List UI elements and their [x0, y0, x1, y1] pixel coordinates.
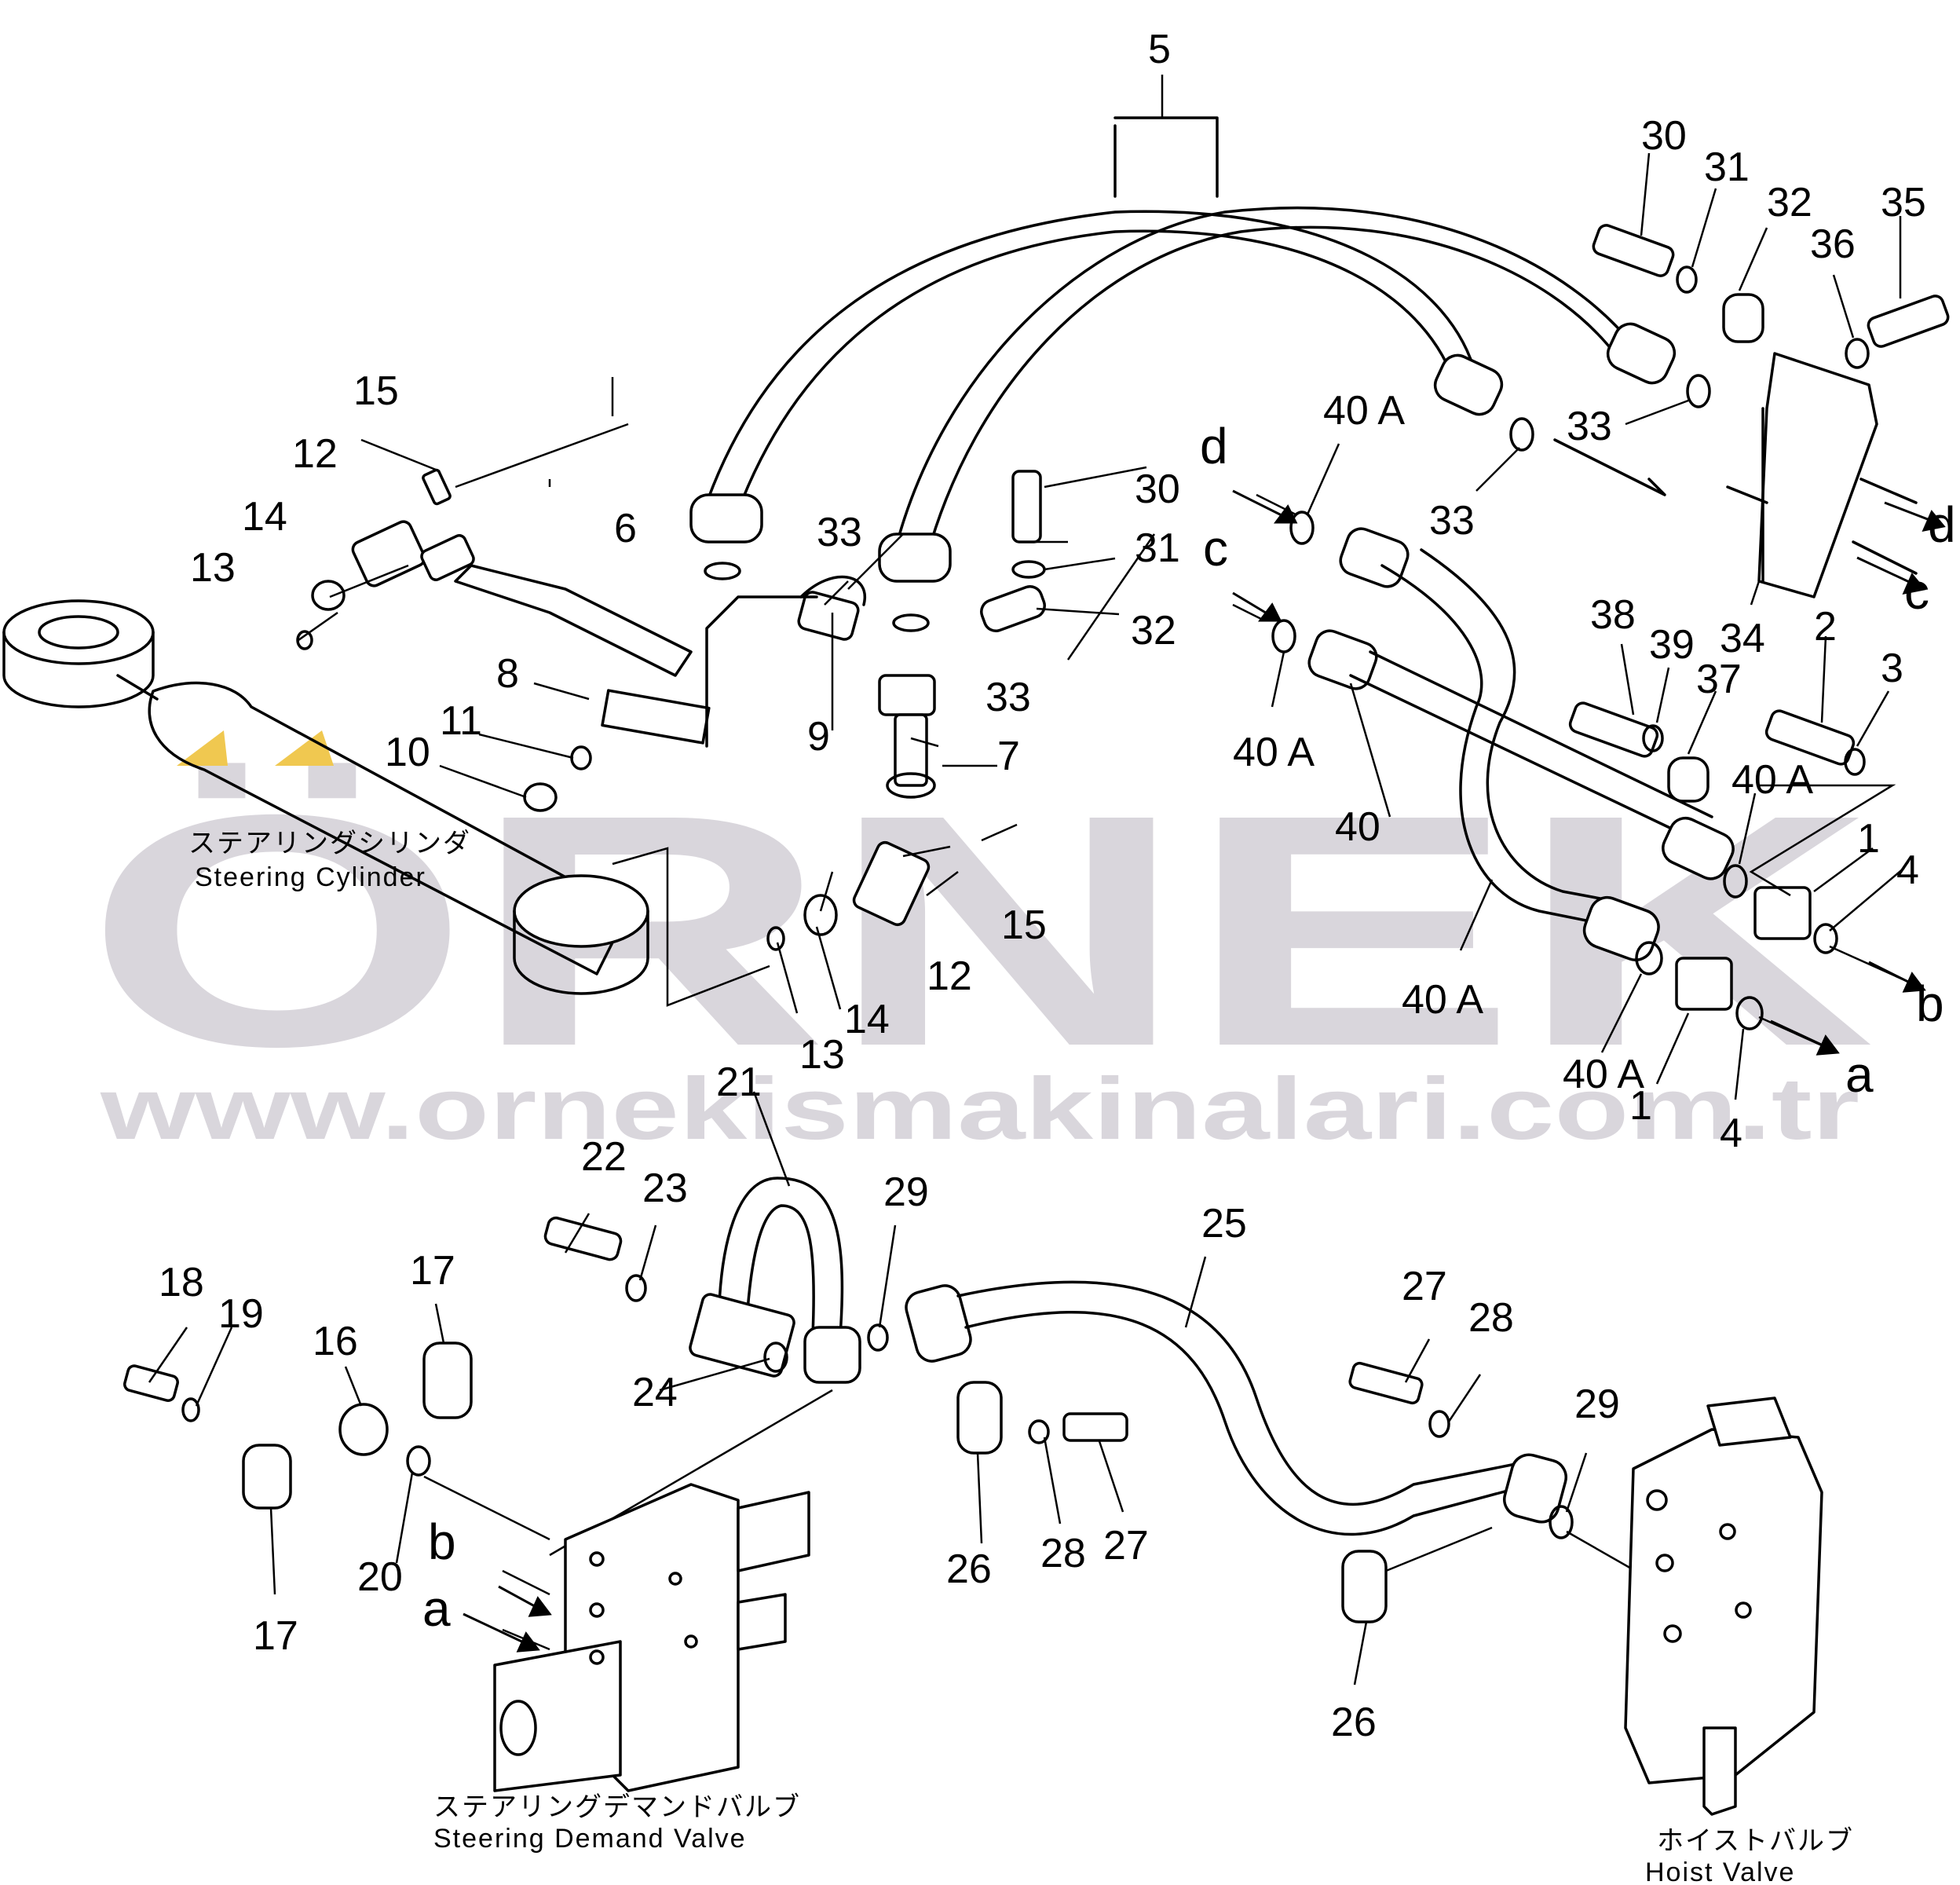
fittings-lower: [122, 1177, 1650, 1623]
steering-cylinder-label-jp: ステアリングシリンダ: [188, 829, 471, 858]
callout-26-b: 26: [1331, 1700, 1377, 1745]
callout-33-d: 33: [1429, 498, 1475, 544]
callout-27-b: 27: [1103, 1523, 1149, 1568]
callout-25: 25: [1201, 1201, 1247, 1246]
callout-41-c: 40 A: [1731, 757, 1813, 803]
callout-7: 7: [997, 734, 1020, 779]
callout-40A: 40 A: [1402, 977, 1483, 1023]
steering-demand-valve-label-en: Steering Demand Valve: [433, 1824, 747, 1854]
callout-21: 21: [716, 1060, 762, 1105]
callout-39: 39: [1649, 622, 1695, 668]
letter-d-right: d: [1928, 496, 1956, 553]
steering-demand-valve: ステアリングデマンドバルブ Steering Demand Valve: [433, 1483, 810, 1854]
callout-23: 23: [642, 1166, 688, 1211]
callout-5: 5: [1148, 27, 1171, 72]
callout-11: 11: [440, 698, 482, 744]
callout-19: 19: [218, 1291, 264, 1337]
callout-4-b: 4: [1720, 1111, 1742, 1156]
callout-30-a: 30: [1135, 467, 1180, 512]
callout-34: 34: [1720, 616, 1765, 661]
callout-28-a: 28: [1468, 1295, 1514, 1341]
watermark-url: www.ornekismakinalari.com.tr: [100, 1060, 1859, 1158]
callout-18: 18: [159, 1260, 204, 1305]
callout-20: 20: [357, 1554, 403, 1600]
steering-cylinder-label-en: Steering Cylinder: [195, 862, 426, 892]
callout-17-a: 17: [410, 1248, 455, 1294]
callout-6: 6: [614, 506, 637, 551]
fittings-upper-right: [1232, 224, 1950, 1054]
letter-c-right: c: [1904, 563, 1929, 620]
callout-32-b: 32: [1767, 180, 1812, 225]
callout-35: 35: [1881, 180, 1926, 225]
callout-3: 3: [1881, 646, 1903, 691]
callout-4-a: 4: [1896, 847, 1919, 893]
callout-33-a: 33: [817, 510, 862, 555]
letter-b-left: b: [428, 1513, 456, 1570]
callout-41-a: 40 A: [1323, 388, 1405, 434]
letter-d-left: d: [1200, 418, 1228, 474]
steering-demand-valve-label-jp: ステアリングデマンドバルブ: [433, 1792, 801, 1822]
connection-letters: d c d c b a b a: [422, 418, 1956, 1637]
callout-31-b: 31: [1704, 145, 1750, 190]
letter-b-right: b: [1916, 975, 1944, 1032]
callout-14: 14: [242, 494, 287, 540]
callout-8: 8: [496, 651, 519, 697]
callout-28-b: 28: [1040, 1531, 1086, 1576]
leader-lines: [148, 75, 1905, 1686]
callout-26-a: 26: [946, 1546, 992, 1592]
callout-labels: 5 6 8 9 10 11 12 13 14 15 33 33 7 15 12 …: [159, 27, 1926, 1745]
connection-arrows: [463, 489, 1946, 1653]
callout-38: 38: [1590, 592, 1636, 638]
callout-12-b: 12: [927, 953, 972, 999]
callout-13: 13: [190, 545, 236, 591]
callout-17-b: 17: [253, 1613, 298, 1659]
callout-32-a: 32: [1131, 608, 1176, 653]
callout-2: 2: [1814, 604, 1837, 650]
watermark-accent-right: [275, 730, 334, 766]
callout-1-b: 1: [1629, 1083, 1652, 1129]
callout-24: 24: [632, 1370, 678, 1415]
callout-41-d: 40 A: [1563, 1052, 1644, 1097]
callout-29-b: 29: [1574, 1382, 1620, 1427]
callout-27-a: 27: [1402, 1264, 1447, 1309]
callout-1-a: 1: [1857, 816, 1880, 862]
fittings-upper-left: [296, 468, 1046, 1007]
callout-9: 9: [807, 714, 830, 759]
hose-assembly-5: [689, 116, 1677, 583]
callout-10: 10: [385, 730, 430, 775]
callout-15: 15: [353, 368, 399, 414]
callout-40: 40: [1335, 804, 1380, 850]
watermark: ÖRNEK www.ornekismakinalari.com.tr: [85, 730, 1875, 1158]
steering-cylinder: ステアリングシリンダ Steering Cylinder: [2, 599, 649, 995]
callout-33-c: 33: [1567, 404, 1612, 449]
callout-33-b: 33: [985, 675, 1031, 720]
callout-14-b: 14: [844, 997, 890, 1042]
callout-37: 37: [1696, 657, 1742, 702]
callout-15-b: 15: [1001, 902, 1047, 948]
callout-22: 22: [581, 1134, 627, 1180]
callout-41-b: 40 A: [1233, 730, 1315, 775]
hoist-valve-label-en: Hoist Valve: [1645, 1858, 1795, 1885]
hoist-valve: ホイストバルブ Hoist Valve: [1624, 1396, 1854, 1885]
hoist-valve-label-jp: ホイストバルブ: [1657, 1826, 1854, 1856]
callout-30-b: 30: [1641, 113, 1687, 159]
watermark-accent-left: [177, 730, 228, 766]
watermark-brand: ÖRNEK: [85, 747, 1875, 1115]
letter-c-left: c: [1203, 520, 1228, 576]
callout-29-a: 29: [883, 1169, 929, 1215]
callout-12: 12: [292, 431, 338, 477]
letter-a-right: a: [1845, 1046, 1874, 1103]
callout-31-a: 31: [1135, 525, 1180, 571]
letter-a-left: a: [422, 1580, 451, 1637]
callout-13-b: 13: [799, 1032, 845, 1078]
callout-36: 36: [1810, 221, 1856, 267]
callout-16: 16: [313, 1319, 358, 1364]
